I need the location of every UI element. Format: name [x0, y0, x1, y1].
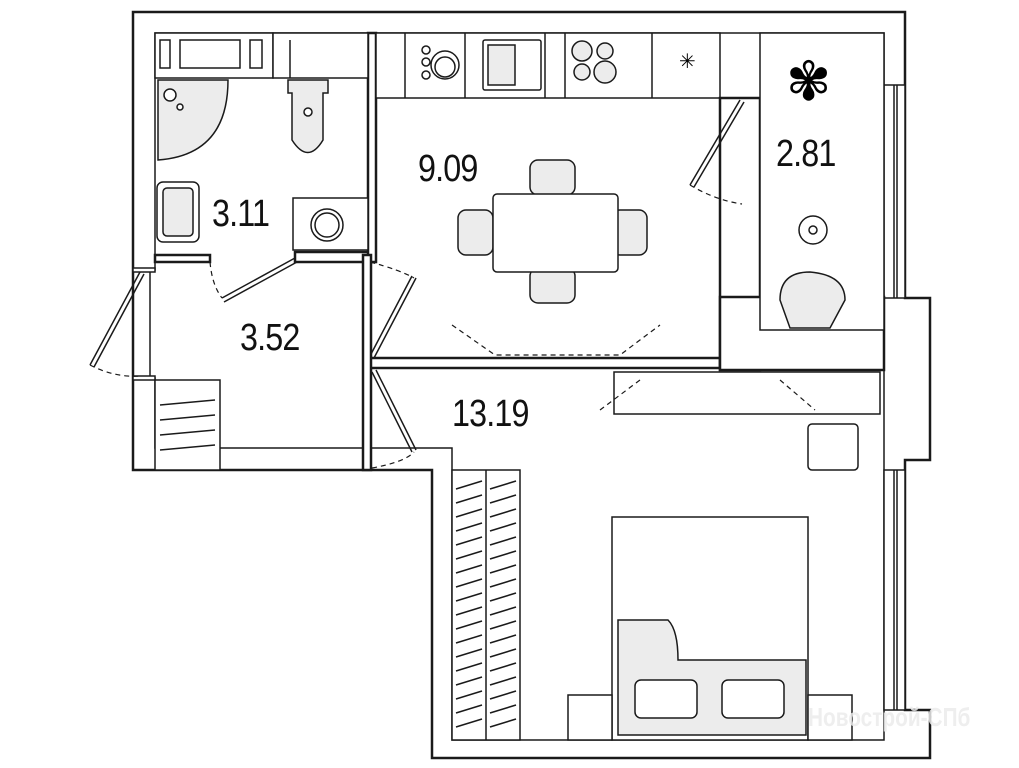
room-area-bedroom: 13.19 — [452, 393, 529, 435]
nightstand-left — [567, 694, 613, 741]
wardrobe-hatch — [455, 536, 483, 546]
wardrobe-hatch — [455, 648, 483, 658]
wardrobe-hatch — [489, 690, 517, 700]
wardrobe-hatch — [489, 494, 517, 504]
wardrobe-hatch — [455, 662, 483, 672]
nightstand-right — [807, 694, 853, 741]
bathroom-door — [209, 257, 298, 303]
wardrobe-hatch — [455, 718, 483, 728]
wardrobe-hatch — [489, 662, 517, 672]
wardrobe-hatch — [489, 718, 517, 728]
wardrobe-hatch — [455, 676, 483, 686]
wardrobe-hatch — [489, 676, 517, 686]
bedroom-wardrobe — [451, 469, 521, 741]
wardrobe-hatch — [455, 606, 483, 616]
entrance-door — [89, 267, 156, 381]
shower-icon — [157, 79, 229, 161]
room-area-hallway: 3.52 — [240, 317, 300, 359]
armchair-icon — [779, 271, 846, 329]
nightstand-icon — [807, 423, 859, 471]
wardrobe-hatch — [455, 480, 483, 490]
wardrobe-hatch — [489, 704, 517, 714]
kitchen-sink-icon — [482, 39, 542, 91]
bed — [611, 516, 809, 741]
wardrobe-hatch — [489, 536, 517, 546]
balcony-door — [689, 99, 745, 205]
room-area-balcony: 2.81 — [776, 133, 836, 175]
stove-icon — [571, 40, 617, 84]
dining-table — [457, 159, 648, 304]
kitchen-bedroom-wall — [368, 356, 722, 370]
wardrobe-hatch — [489, 522, 517, 532]
wardrobe-hatch — [455, 522, 483, 532]
wardrobe-hatch — [455, 620, 483, 630]
window-bedroom — [883, 469, 906, 711]
sliding-door-kitchen — [451, 324, 661, 356]
tv-unit — [613, 371, 881, 415]
wardrobe-hatch — [455, 494, 483, 504]
wardrobe-hatch — [455, 634, 483, 644]
room-area-kitchen: 9.09 — [418, 148, 478, 190]
plant-icon: ✾ — [786, 50, 831, 113]
wardrobe-hatch — [455, 578, 483, 588]
wardrobe-hatch — [489, 648, 517, 658]
hallway-doors — [369, 261, 417, 469]
watermark: Новострой-СПб — [808, 702, 971, 732]
fridge-icon: ✳ — [679, 49, 696, 73]
hallway-wall — [361, 253, 373, 472]
wardrobe-hatch — [489, 480, 517, 490]
wardrobe-hatch — [455, 704, 483, 714]
kitchen-bath-wall — [366, 31, 378, 264]
wardrobe-hatch — [489, 606, 517, 616]
wardrobe-hatch — [489, 620, 517, 630]
wardrobe-hatch — [489, 564, 517, 574]
wardrobe-hatch — [489, 550, 517, 560]
wardrobe-hatch — [455, 508, 483, 518]
room-area-bathroom: 3.11 — [212, 193, 270, 235]
wardrobe-hatch — [489, 592, 517, 602]
dishwasher-icon — [421, 45, 460, 80]
wardrobe-hatch — [489, 634, 517, 644]
wardrobe-hatch — [489, 508, 517, 518]
wardrobe-hatch — [455, 592, 483, 602]
wardrobe-hatch — [455, 550, 483, 560]
bathroom-wall — [153, 253, 212, 264]
window-balcony — [883, 84, 906, 299]
wardrobe-hatch — [489, 578, 517, 588]
wardrobe-hatch — [455, 564, 483, 574]
wardrobe-hatch — [455, 690, 483, 700]
hall-wardrobe — [154, 379, 221, 471]
